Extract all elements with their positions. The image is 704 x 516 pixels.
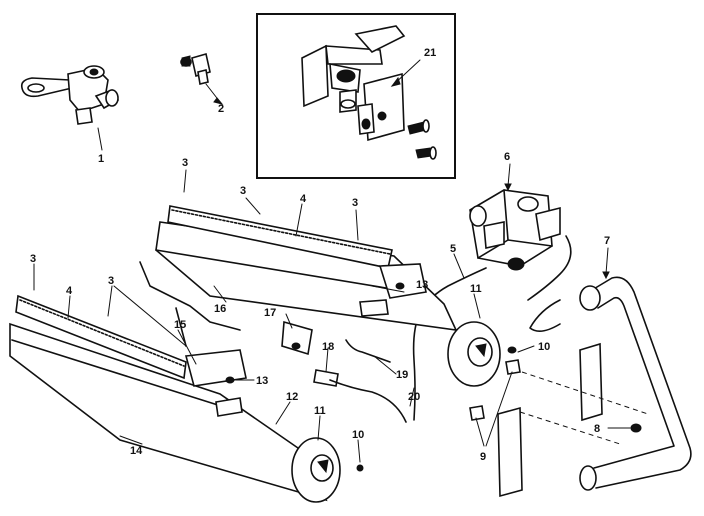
callout-5: 5	[450, 243, 456, 255]
part-6-gas-control-valve	[469, 163, 561, 271]
callout-labels: 1 2 21 3 3 3 3 3 4 4 5 6 7 8 9 10 10 11 …	[30, 47, 610, 463]
part-1-gas-valve	[20, 65, 120, 151]
callout-8: 8	[594, 423, 600, 435]
callout-2: 2	[218, 103, 224, 115]
callout-13a: 13	[416, 279, 428, 291]
part-2-fitting	[180, 52, 224, 105]
callout-10a: 10	[538, 341, 550, 353]
callout-11a: 11	[470, 283, 482, 295]
callout-7: 7	[604, 235, 610, 247]
callout-18: 18	[322, 341, 334, 353]
inset-pilot-assembly	[256, 13, 456, 179]
burner-end-caps	[291, 321, 501, 503]
callout-1: 1	[98, 153, 104, 165]
callout-3c: 3	[352, 197, 358, 209]
leader-lines	[33, 169, 631, 463]
callout-15: 15	[174, 319, 186, 331]
wire-rod	[139, 261, 241, 331]
callout-3e: 3	[108, 275, 114, 287]
upper-burner-assembly	[155, 205, 458, 331]
callout-3b: 3	[240, 185, 246, 197]
callout-17: 17	[264, 307, 276, 319]
callout-19: 19	[396, 369, 408, 381]
callout-13b: 13	[256, 375, 268, 387]
callout-4a: 4	[300, 193, 307, 205]
callout-20: 20	[408, 391, 420, 403]
callout-11b: 11	[314, 405, 326, 417]
callout-10b: 10	[352, 429, 364, 441]
wire-rod-2	[175, 307, 187, 347]
callout-3d: 3	[30, 253, 36, 265]
callout-3a: 3	[182, 157, 188, 169]
small-parts	[281, 320, 521, 472]
callout-9: 9	[480, 451, 486, 463]
callout-12: 12	[286, 391, 298, 403]
callout-6: 6	[504, 151, 510, 163]
callout-14: 14	[130, 445, 143, 457]
callout-16: 16	[214, 303, 226, 315]
callout-4b: 4	[66, 285, 73, 297]
callout-21: 21	[424, 47, 436, 59]
part-7-manifold-pipe	[527, 235, 692, 491]
mounting-brackets	[497, 342, 649, 498]
lower-burner-assembly	[9, 294, 328, 502]
